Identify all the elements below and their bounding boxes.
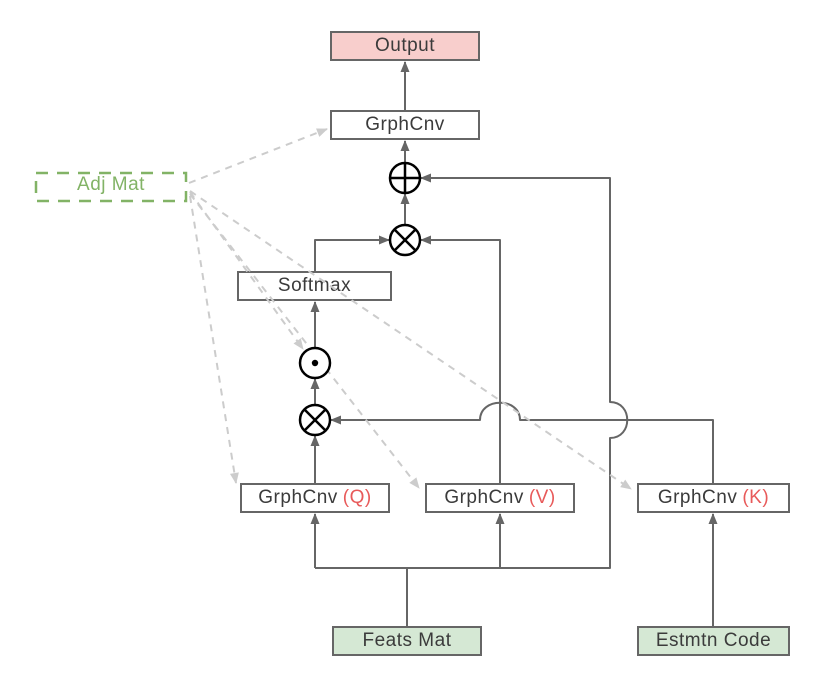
dashed-edge-adjmat-to-grphcnv xyxy=(188,128,328,184)
adj-mat-node: Adj Mat xyxy=(35,172,187,202)
grphcnv-q-node: GrphCnv(Q) xyxy=(240,483,390,513)
output-node: Output xyxy=(330,31,480,61)
grphcnv-v-suffix: (V) xyxy=(528,487,556,508)
grphcnv-k-label: GrphCnv xyxy=(657,487,738,508)
estmtn-code-node: Estmtn Code xyxy=(637,626,790,656)
feats-mat-label: Feats Mat xyxy=(362,630,452,651)
grphcnv-v-label: GrphCnv xyxy=(444,487,524,508)
softmax-label: Softmax xyxy=(277,275,352,296)
grphcnv-v-node: GrphCnv(V) xyxy=(425,483,575,513)
adj-mat-label: Adj Mat xyxy=(77,174,145,195)
dashed-edge-adjmat-to-q xyxy=(189,195,239,484)
estmtn-code-label: Estmtn Code xyxy=(655,630,772,651)
dashed-edge-adjmat-to-v xyxy=(189,193,420,489)
grphcnv-k-suffix: (K) xyxy=(742,487,770,508)
softmax-node: Softmax xyxy=(237,271,392,301)
grphcnv-node: GrphCnv xyxy=(330,110,480,140)
circled-plus-icon xyxy=(388,161,422,195)
edge-softmax-to-matmul-upper xyxy=(314,235,390,271)
circled-times-lower-icon xyxy=(298,403,332,437)
grphcnv-q-label: GrphCnv xyxy=(258,487,338,508)
edge-v-branch-to-matmul-upper xyxy=(420,235,501,483)
grphcnv-q-suffix: (Q) xyxy=(342,487,372,508)
feats-mat-node: Feats Mat xyxy=(332,626,482,656)
edge-k-branch-to-matmul-lower xyxy=(330,401,714,483)
dashed-edge-adjmat-to-k xyxy=(189,190,632,490)
grphcnv-label: GrphCnv xyxy=(365,114,445,135)
circled-times-upper-icon xyxy=(388,223,422,257)
circled-dot-icon xyxy=(298,346,332,380)
output-label: Output xyxy=(374,35,436,56)
grphcnv-k-node: GrphCnv(K) xyxy=(637,483,790,513)
